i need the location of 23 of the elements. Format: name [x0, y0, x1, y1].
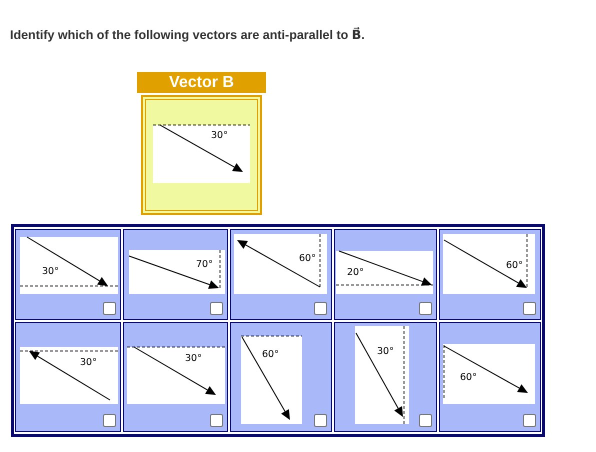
answer-cell: [123, 322, 228, 432]
answer-cell: [230, 229, 332, 320]
angle-label: 60°: [460, 372, 477, 383]
angle-label: 60°: [262, 349, 279, 360]
angle-label: 70°: [196, 259, 213, 270]
angle-label: 60°: [299, 253, 316, 264]
angle-label: 30°: [80, 357, 97, 368]
angle-label: 60°: [506, 260, 523, 271]
angle-label: 30°: [42, 266, 59, 277]
answer-cell: [334, 229, 437, 320]
answer-cell: [15, 229, 121, 320]
angle-label: 20°: [347, 267, 364, 278]
card-heading: Vector B: [137, 72, 266, 93]
angle-label: 30°: [377, 346, 394, 357]
angle-label: 30°: [185, 353, 202, 364]
answer-cell: [230, 322, 332, 432]
angle-label: 30°: [211, 130, 228, 141]
question-text: Identify which of the following vectors are anti-parallel to B⃗.: [10, 27, 365, 42]
answer-cell: [334, 322, 437, 432]
answer-cell: [15, 322, 121, 432]
answer-cell: [123, 229, 228, 320]
answer-cell: [439, 229, 541, 320]
answer-cell: [439, 322, 541, 432]
